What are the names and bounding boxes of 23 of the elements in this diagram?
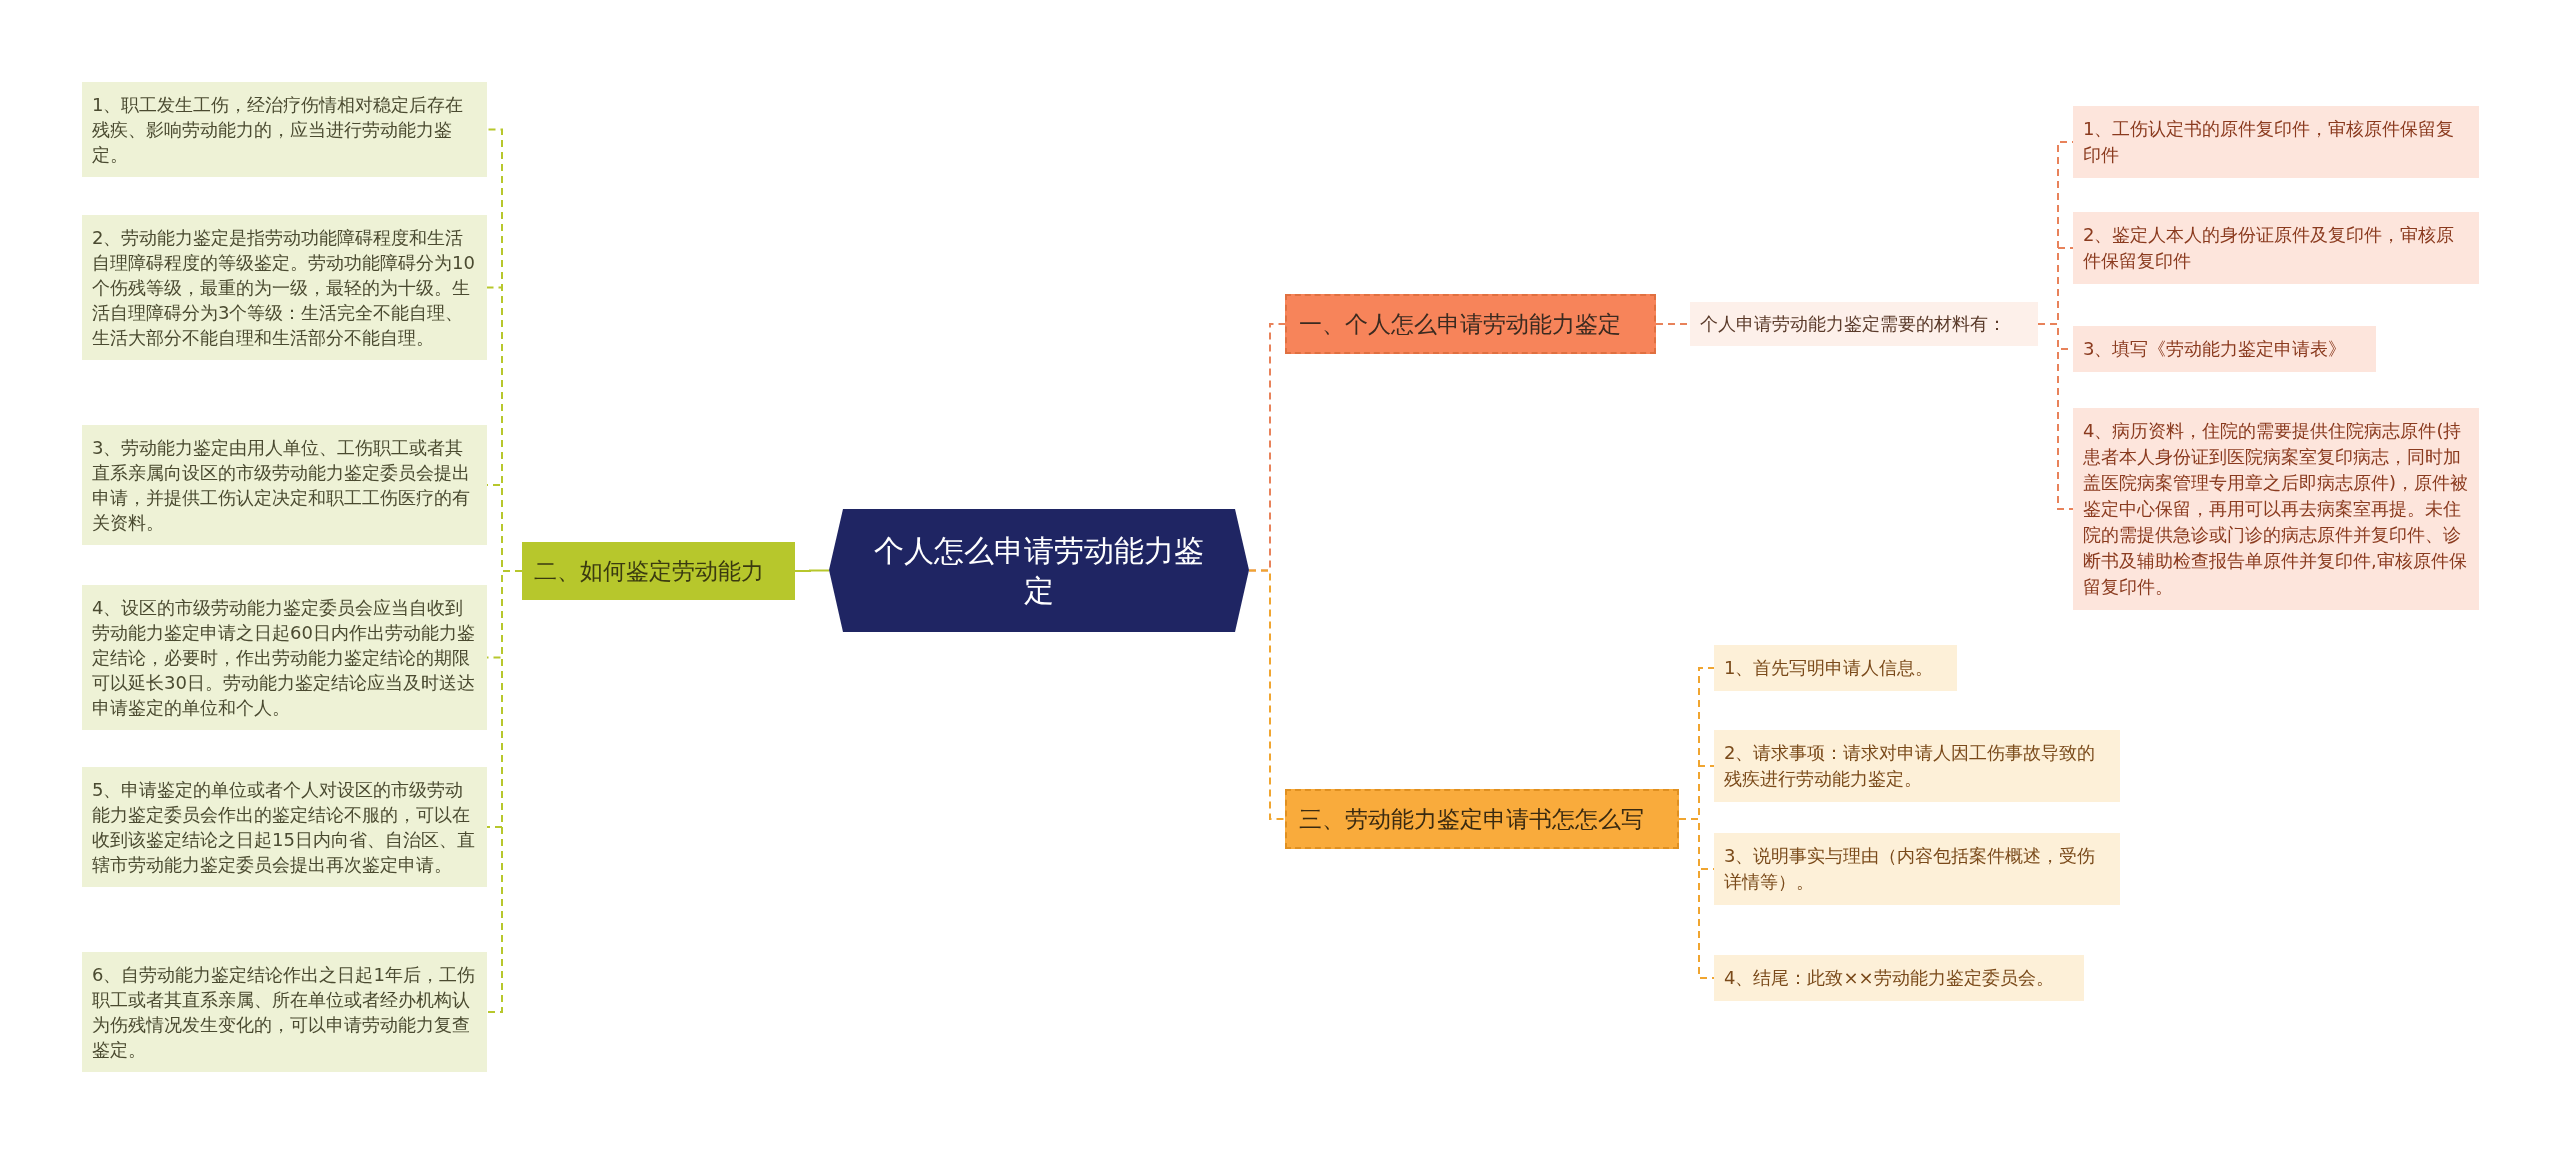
branch-box: 一、个人怎么申请劳动能力鉴定 [1285,294,1656,354]
topic-hexagon: 个人怎么申请劳动能力鉴定 [829,509,1249,632]
subtopic-box: 个人申请劳动能力鉴定需要的材料有： [1690,302,2038,346]
item-box: 2、劳动能力鉴定是指劳动功能障碍程度和生活自理障碍程度的等级鉴定。劳动功能障碍分为10个伤残等级，最重的为一级，最轻的为十级。生活自理障碍分为3个等级：生活完全不能自理、生活大部分不能自理和生活部分不能自理。 [82,215,487,360]
item-box: 5、申请鉴定的单位或者个人对设区的市级劳动能力鉴定委员会作出的鉴定结论不服的，可以在收到该鉴定结论之日起15日内向省、自治区、直辖市劳动能力鉴定委员会提出再次鉴定申请。 [82,767,487,887]
item-box: 3、劳动能力鉴定由用人单位、工伤职工或者其直系亲属向设区的市级劳动能力鉴定委员会提出申请，并提供工伤认定决定和职工工伤医疗的有关资料。 [82,425,487,545]
branch-box: 三、劳动能力鉴定申请书怎怎么写 [1285,789,1679,849]
item-box: 3、填写《劳动能力鉴定申请表》 [2073,326,2376,372]
branch-box: 二、如何鉴定劳动能力 [522,542,795,600]
item-box: 1、工伤认定书的原件复印件，审核原件保留复印件 [2073,106,2479,178]
item-box: 2、鉴定人本人的身份证原件及复印件，审核原件保留复印件 [2073,212,2479,284]
connector [2037,323,2074,510]
item-box: 6、自劳动能力鉴定结论作出之日起1年后，工伤职工或者其直系亲属、所在单位或者经办机构认为伤残情况发生变化的，可以申请劳动能力复查鉴定。 [82,952,487,1072]
connector [1248,569,1286,820]
item-box: 3、说明事实与理由（内容包括案件概述，受伤详情等）。 [1714,833,2120,905]
item-box: 4、病历资料，住院的需要提供住院病志原件(持患者本人身份证到医院病案室复印病志，同时加盖医院病案管理专用章之后即病志原件)，原件被鉴定中心保留，再用可以再去病案室再提。未住院的需提供急诊或门诊的病志原件并复印件、诊断书及辅助检查报告单原件并复印件,审核原件保留复印件。 [2073,408,2479,610]
item-box: 1、首先写明申请人信息。 [1714,645,1957,691]
item-box: 4、设区的市级劳动能力鉴定委员会应当自收到劳动能力鉴定申请之日起60日内作出劳动能力鉴定结论，必要时，作出劳动能力鉴定结论的期限可以延长30日。劳动能力鉴定结论应当及时送达申请鉴定的单位和个人。 [82,585,487,730]
item-box: 1、职工发生工伤，经治疗伤情相对稳定后存在残疾、影响劳动能力的，应当进行劳动能力鉴定。 [82,82,487,177]
connector [794,569,830,572]
item-box: 2、请求事项：请求对申请人因工伤事故导致的残疾进行劳动能力鉴定。 [1714,730,2120,802]
connector [1678,818,1715,979]
item-box: 4、结尾：此致××劳动能力鉴定委员会。 [1714,955,2084,1001]
